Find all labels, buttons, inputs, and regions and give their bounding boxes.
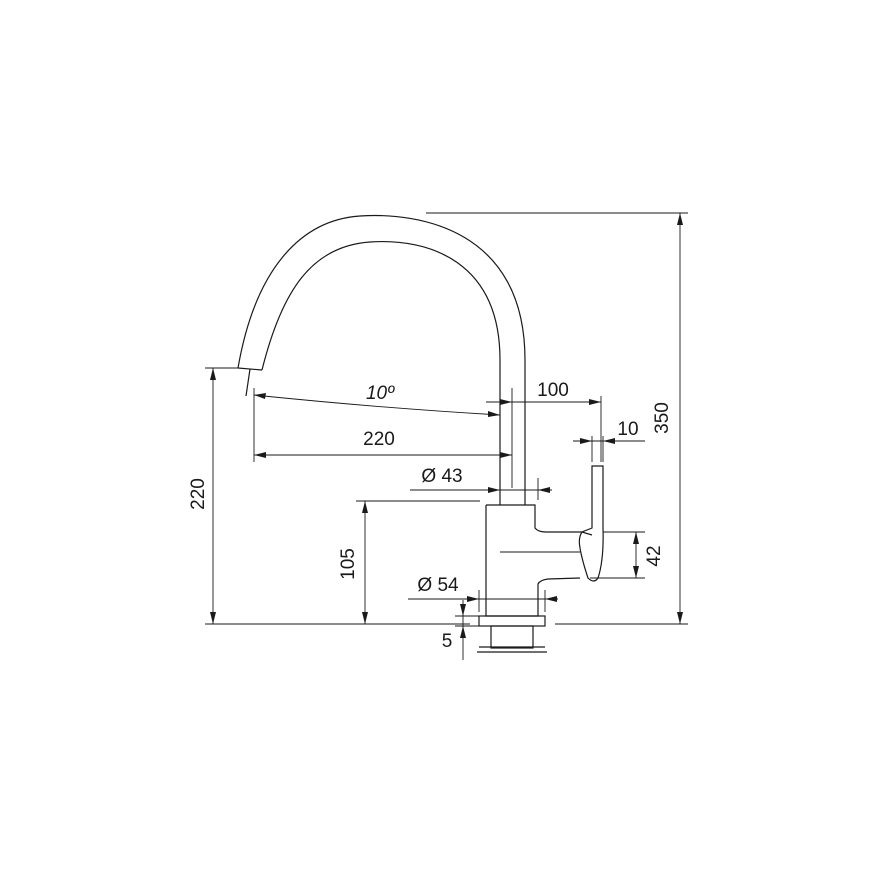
label-handle-width: 10 (617, 419, 638, 440)
dim-handle-offset: 100 (486, 380, 602, 462)
label-spout-height: 220 (188, 478, 209, 510)
dim-total-height: 350 (426, 212, 688, 625)
dim-base-thickness: 5 (442, 600, 479, 660)
handle-lever (578, 465, 604, 582)
dim-handle-width: 10 (573, 419, 645, 462)
base-ring (478, 615, 546, 627)
dim-base-diameter: Ø 54 (408, 575, 558, 612)
dim-spout-reach: 220 (253, 388, 513, 488)
spout-outer-curve (237, 214, 526, 378)
faucet-body (485, 504, 593, 617)
label-spout-reach: 220 (363, 429, 395, 450)
label-base-thickness: 5 (442, 631, 453, 652)
dim-body-diameter: Ø 43 (410, 466, 552, 500)
spout-inner-curve (261, 240, 501, 378)
spout-nozzle (237, 367, 263, 397)
base-stem (490, 625, 534, 649)
label-handle-offset: 100 (537, 380, 569, 401)
dim-spout-height: 220 (188, 367, 470, 625)
label-handle-height: 105 (338, 548, 359, 580)
label-spout-angle: 10º (366, 383, 395, 404)
label-total-height: 350 (652, 402, 673, 434)
label-lever-height: 42 (644, 545, 665, 566)
dim-spout-angle: 10º (253, 383, 501, 417)
label-base-diameter: Ø 54 (417, 575, 459, 596)
dim-lever-height: 42 (590, 531, 665, 579)
faucet-outline (237, 214, 604, 653)
label-body-diameter: Ø 43 (421, 466, 462, 487)
dim-handle-height: 105 (338, 500, 480, 624)
